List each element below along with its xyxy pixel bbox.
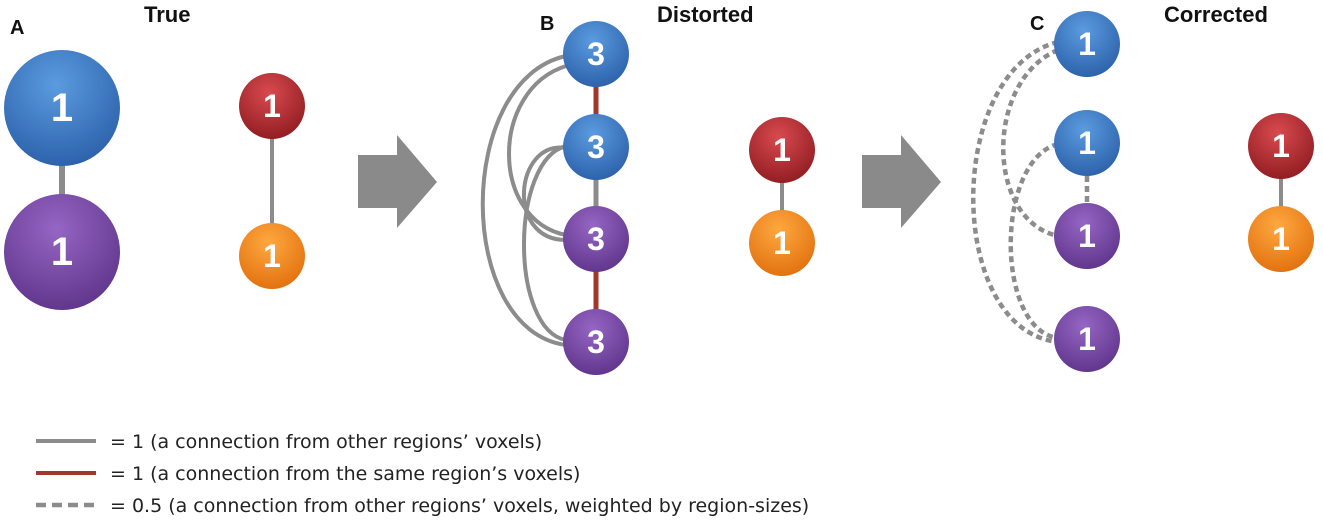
node-b-blue2-label: 3	[587, 129, 605, 165]
panel-b-title: Distorted	[657, 2, 754, 27]
node-c-red	[1248, 113, 1314, 179]
legend-text-solid-red: = 1 (a connection from the same region’s…	[110, 463, 580, 485]
legend-text-dashed-gray: = 0.5 (a connection from other regions’ …	[110, 495, 809, 517]
arrow-a-to-b	[358, 135, 437, 228]
node-b-orange-label: 1	[773, 225, 791, 261]
legend: = 1 (a connection from other regions’ vo…	[36, 431, 809, 517]
node-a-purple-label: 1	[51, 230, 73, 274]
edge-b-purple1-blue2	[521, 145, 567, 242]
node-a-orange-label: 1	[263, 238, 281, 274]
node-c-red-label: 1	[1272, 128, 1290, 164]
edge-b-blue1-purple1	[507, 64, 567, 237]
node-a-purple	[4, 194, 120, 310]
node-a-blue-label: 1	[51, 86, 73, 130]
node-c-blue1	[1054, 11, 1120, 77]
node-c-purple1	[1054, 203, 1120, 269]
node-c-purple1-label: 1	[1078, 218, 1096, 254]
node-b-purple2-label: 3	[587, 324, 605, 360]
node-b-purple1	[563, 206, 629, 272]
node-c-orange-label: 1	[1272, 221, 1290, 257]
panel-c-title: Corrected	[1164, 2, 1268, 27]
legend-text-solid-gray: = 1 (a connection from other regions’ vo…	[110, 431, 542, 453]
panel-b-letter: B	[540, 13, 554, 35]
panel-a-letter: A	[10, 17, 24, 39]
node-b-orange	[749, 210, 815, 276]
node-b-blue2	[563, 114, 629, 180]
node-b-red	[749, 117, 815, 183]
arrow-b-to-c	[862, 135, 941, 228]
node-c-purple2-label: 1	[1078, 321, 1096, 357]
node-c-purple2	[1054, 306, 1120, 372]
edge-c-blue1-purple1	[1001, 47, 1059, 239]
node-c-blue2	[1054, 110, 1120, 176]
node-b-purple2	[563, 309, 629, 375]
node-c-blue2-label: 1	[1078, 125, 1096, 161]
edge-b-blue2-purple2	[522, 144, 567, 342]
edge-b-blue1-purple2	[480, 54, 567, 347]
node-a-red-label: 1	[263, 88, 281, 124]
edge-c-blue2-purple2	[1008, 141, 1059, 341]
edge-c-blue1-purple2	[971, 39, 1059, 345]
node-a-red	[239, 73, 305, 139]
node-c-orange	[1248, 206, 1314, 272]
node-b-blue1-label: 3	[587, 36, 605, 72]
node-b-blue1	[563, 21, 629, 87]
node-a-blue	[4, 50, 120, 166]
node-c-blue1-label: 1	[1078, 26, 1096, 62]
panel-c-letter: C	[1030, 13, 1044, 35]
node-b-red-label: 1	[773, 132, 791, 168]
panel-a-title: True	[144, 2, 190, 27]
node-a-orange	[239, 223, 305, 289]
node-b-purple1-label: 3	[587, 221, 605, 257]
